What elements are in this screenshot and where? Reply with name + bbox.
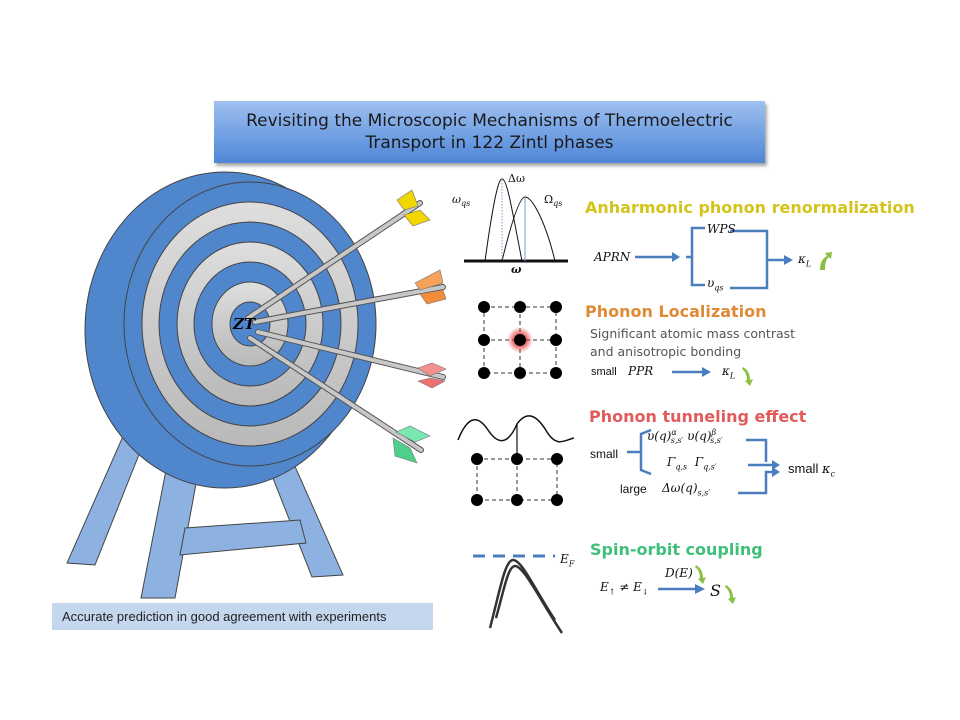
arrow-red: [255, 329, 447, 389]
arrows: [245, 189, 447, 464]
kappa-up-arrow-icon: [820, 252, 832, 270]
stand-crossbar: [179, 519, 307, 556]
omega-axis-label: ω: [511, 263, 522, 276]
tunneling-large-label: large: [620, 482, 647, 496]
title-banner: Revisiting the Microscopic Mechanisms of…: [214, 101, 765, 163]
tunneling-lattice: [457, 415, 575, 506]
tunneling-small-label: small: [590, 447, 619, 461]
dos-label: D(E): [665, 566, 693, 580]
arrow-green: [247, 335, 431, 464]
phonon-spectrum-graph: [464, 178, 568, 263]
arrow-orange: [252, 269, 447, 325]
localization-desc-1: Significant atomic mass contrast: [590, 326, 796, 341]
velocity-label: υqs: [707, 276, 724, 293]
title-line-1: Revisiting the Microscopic Mechanisms of…: [246, 111, 733, 131]
kappa-l-label-2: κL: [722, 364, 736, 381]
delta-omega-label: Δω: [508, 172, 525, 185]
ppr-label: PPR: [628, 364, 654, 378]
small-kappa-c-label: small κc: [788, 461, 835, 479]
tunneling-title: Phonon tunneling effect: [589, 407, 807, 426]
dos-down-arrow-icon: [695, 565, 706, 584]
kappa-l-label-1: κL: [798, 252, 812, 269]
trend-arrows: [695, 252, 832, 604]
caption-box: Accurate prediction in good agreement wi…: [52, 603, 433, 630]
small-prefix: small: [591, 366, 617, 378]
spin-split-label: E↑ ≠ E↓: [600, 580, 649, 597]
kappa-down-arrow-icon: [742, 367, 753, 386]
band-structure: [473, 554, 564, 634]
target-face: [123, 181, 377, 467]
big-omega-qs-label: Ωqs: [544, 193, 563, 209]
localization-title: Phonon Localization: [585, 302, 767, 321]
arrow-yellow: [245, 189, 431, 321]
seebeck-label: S: [710, 581, 721, 600]
seebeck-down-arrow-icon: [725, 585, 736, 604]
flow-arrows: [627, 226, 793, 594]
stand: [66, 424, 344, 599]
fermi-level-label: EF: [560, 552, 575, 569]
wps-label: WPS: [707, 222, 736, 236]
localization-desc-2: and anisotropic bonding: [590, 344, 742, 359]
frequency-diff-term: Δω(q)s,s′: [662, 481, 711, 498]
omega-qs-label: ωqs: [452, 193, 471, 209]
title-line-2: Transport in 122 Zintl phases: [365, 133, 614, 153]
localization-lattice: [478, 301, 562, 379]
anharmonic-title: Anharmonic phonon renormalization: [585, 198, 915, 217]
soc-title: Spin-orbit coupling: [590, 540, 763, 559]
aprn-label: APRN: [594, 250, 631, 264]
group-velocity-terms: υ(q)αs,s′ υ(q)βs,s′: [647, 428, 723, 446]
zt-label: ZT: [233, 315, 256, 333]
linewidth-terms: Γq,s Γq,s′: [667, 455, 717, 472]
